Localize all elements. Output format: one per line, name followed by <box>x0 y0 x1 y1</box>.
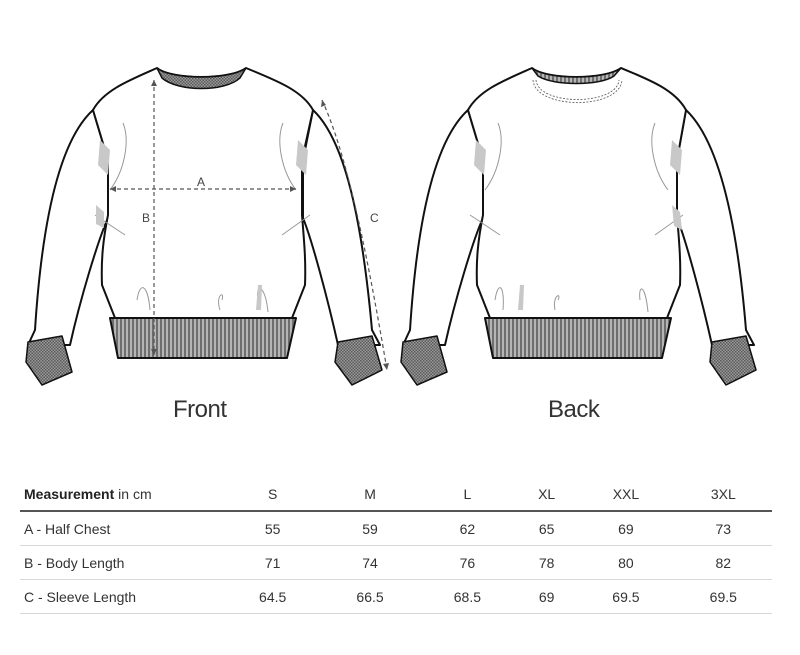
dimension-b-letter: B <box>142 211 150 225</box>
size-chart-table: Measurement in cm S M L XL XXL 3XL A - H… <box>20 477 772 614</box>
dimension-c-letter: C <box>370 211 379 225</box>
cell-value: 68.5 <box>453 588 482 605</box>
dimension-lines <box>110 80 388 371</box>
cell-value: 59 <box>362 520 378 537</box>
cell-value: 78 <box>538 554 555 571</box>
size-header-xxl: XXL <box>612 485 640 502</box>
cell-value: 69 <box>618 520 634 537</box>
table-header-row: Measurement in cm S M L XL XXL 3XL <box>20 477 772 511</box>
row-label: B - Body Length <box>24 554 125 571</box>
cell-value: 64.5 <box>259 588 287 605</box>
cell-value: 69.5 <box>612 588 640 605</box>
front-shading <box>96 140 308 310</box>
front-view-label: Front <box>173 396 227 423</box>
dimension-a-letter: A <box>197 175 205 189</box>
front-sweatshirt-icon <box>25 67 383 386</box>
size-header-m: M <box>364 485 376 502</box>
cell-value: 74 <box>362 554 378 571</box>
cell-value: 82 <box>715 554 732 571</box>
garment-illustrations: A B C F <box>25 67 757 423</box>
size-header-l: L <box>463 485 472 502</box>
cell-value: 80 <box>618 554 634 571</box>
size-header-s: S <box>268 485 278 502</box>
row-label: C - Sleeve Length <box>24 588 137 605</box>
dimension-c-line <box>321 99 388 371</box>
cell-value: 66.5 <box>356 588 384 605</box>
cell-value: 65 <box>538 520 555 537</box>
back-shading <box>474 140 682 310</box>
table-row: B - Body Length 71 74 76 78 80 82 <box>20 546 772 580</box>
cell-value: 55 <box>264 520 281 537</box>
row-label: A - Half Chest <box>24 520 111 537</box>
measurement-header: Measurement in cm <box>24 485 152 502</box>
size-header-xl: XL <box>538 485 556 502</box>
back-neck-stitching <box>532 79 623 103</box>
table-row: A - Half Chest 55 59 62 65 69 73 <box>20 511 772 546</box>
size-header-3xl: 3XL <box>710 485 736 502</box>
cell-value: 62 <box>459 520 476 537</box>
back-view-label: Back <box>548 396 600 423</box>
sweatshirt-diagrams: A B C <box>25 67 757 386</box>
back-sweatshirt-icon <box>400 67 757 386</box>
cell-value: 69.5 <box>709 588 737 605</box>
cell-value: 76 <box>459 554 476 571</box>
dimension-arrows <box>110 80 389 370</box>
cell-value: 71 <box>264 554 281 571</box>
cell-value: 73 <box>715 520 732 537</box>
cell-value: 69 <box>538 588 555 605</box>
table-row: C - Sleeve Length 64.5 66.5 68.5 69 69.5… <box>20 580 772 614</box>
